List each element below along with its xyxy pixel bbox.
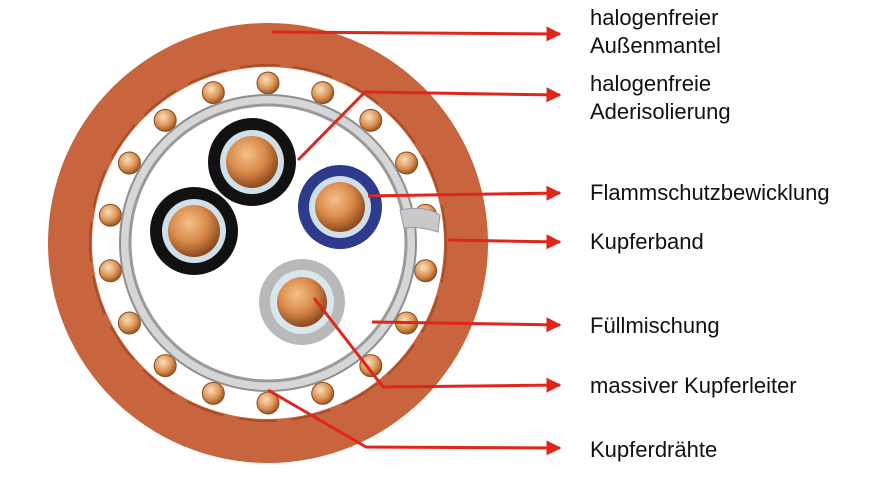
copper-wire — [359, 354, 383, 378]
label-flame-wrap: Flammschutzbewicklung — [590, 179, 830, 207]
arrow-outer-sheath — [271, 26, 562, 42]
core-blue — [298, 165, 382, 249]
label-core-insulation-line-1: halogenfreie — [590, 71, 712, 96]
arrow-solid-conductor — [312, 297, 562, 393]
copper-wire — [98, 203, 122, 227]
copper-wire — [153, 354, 177, 378]
copper-wire — [201, 81, 225, 105]
copper-wire — [414, 259, 438, 283]
arrow-copper-wires — [267, 388, 562, 456]
label-outer-sheath: halogenfreier Außenmantel — [590, 4, 721, 60]
label-copper-wires-line-1: Kupferdrähte — [590, 437, 718, 462]
label-copper-tape-line-1: Kupferband — [590, 229, 704, 254]
label-solid-conductor: massiver Kupferleiter — [590, 372, 797, 400]
label-outer-sheath-line-2: Außenmantel — [590, 33, 721, 58]
label-flame-wrap-line-1: Flammschutzbewicklung — [590, 180, 830, 205]
label-outer-sheath-line-1: halogenfreier — [590, 5, 719, 30]
label-core-insulation: halogenfreie Aderisolierung — [590, 70, 731, 126]
copper-wire — [117, 311, 141, 335]
label-filler: Füllmischung — [590, 312, 720, 340]
leader-arrows — [267, 26, 562, 456]
core-black-top — [208, 118, 296, 206]
copper-wire — [359, 108, 383, 132]
core-grey — [259, 259, 345, 345]
label-core-insulation-line-2: Aderisolierung — [590, 99, 731, 124]
arrow-copper-tape — [447, 234, 562, 250]
copper-wire — [201, 381, 225, 405]
copper-wire — [153, 108, 177, 132]
tape-overlap — [399, 207, 441, 233]
label-filler-line-1: Füllmischung — [590, 313, 720, 338]
arrow-core-insulation — [296, 87, 562, 162]
core-black-left — [150, 187, 238, 275]
copper-wire — [256, 71, 280, 95]
arrow-flame-wrap — [367, 185, 562, 201]
copper-wire — [395, 151, 419, 175]
copper-wire — [98, 259, 122, 283]
outer-sheath-inner-edge — [89, 64, 447, 422]
copper-wire — [311, 381, 335, 405]
label-copper-tape: Kupferband — [590, 228, 704, 256]
label-solid-conductor-line-1: massiver Kupferleiter — [590, 373, 797, 398]
copper-wire — [311, 81, 335, 105]
copper-wire — [117, 151, 141, 175]
label-copper-wires: Kupferdrähte — [590, 436, 717, 464]
arrow-filler — [371, 317, 562, 333]
